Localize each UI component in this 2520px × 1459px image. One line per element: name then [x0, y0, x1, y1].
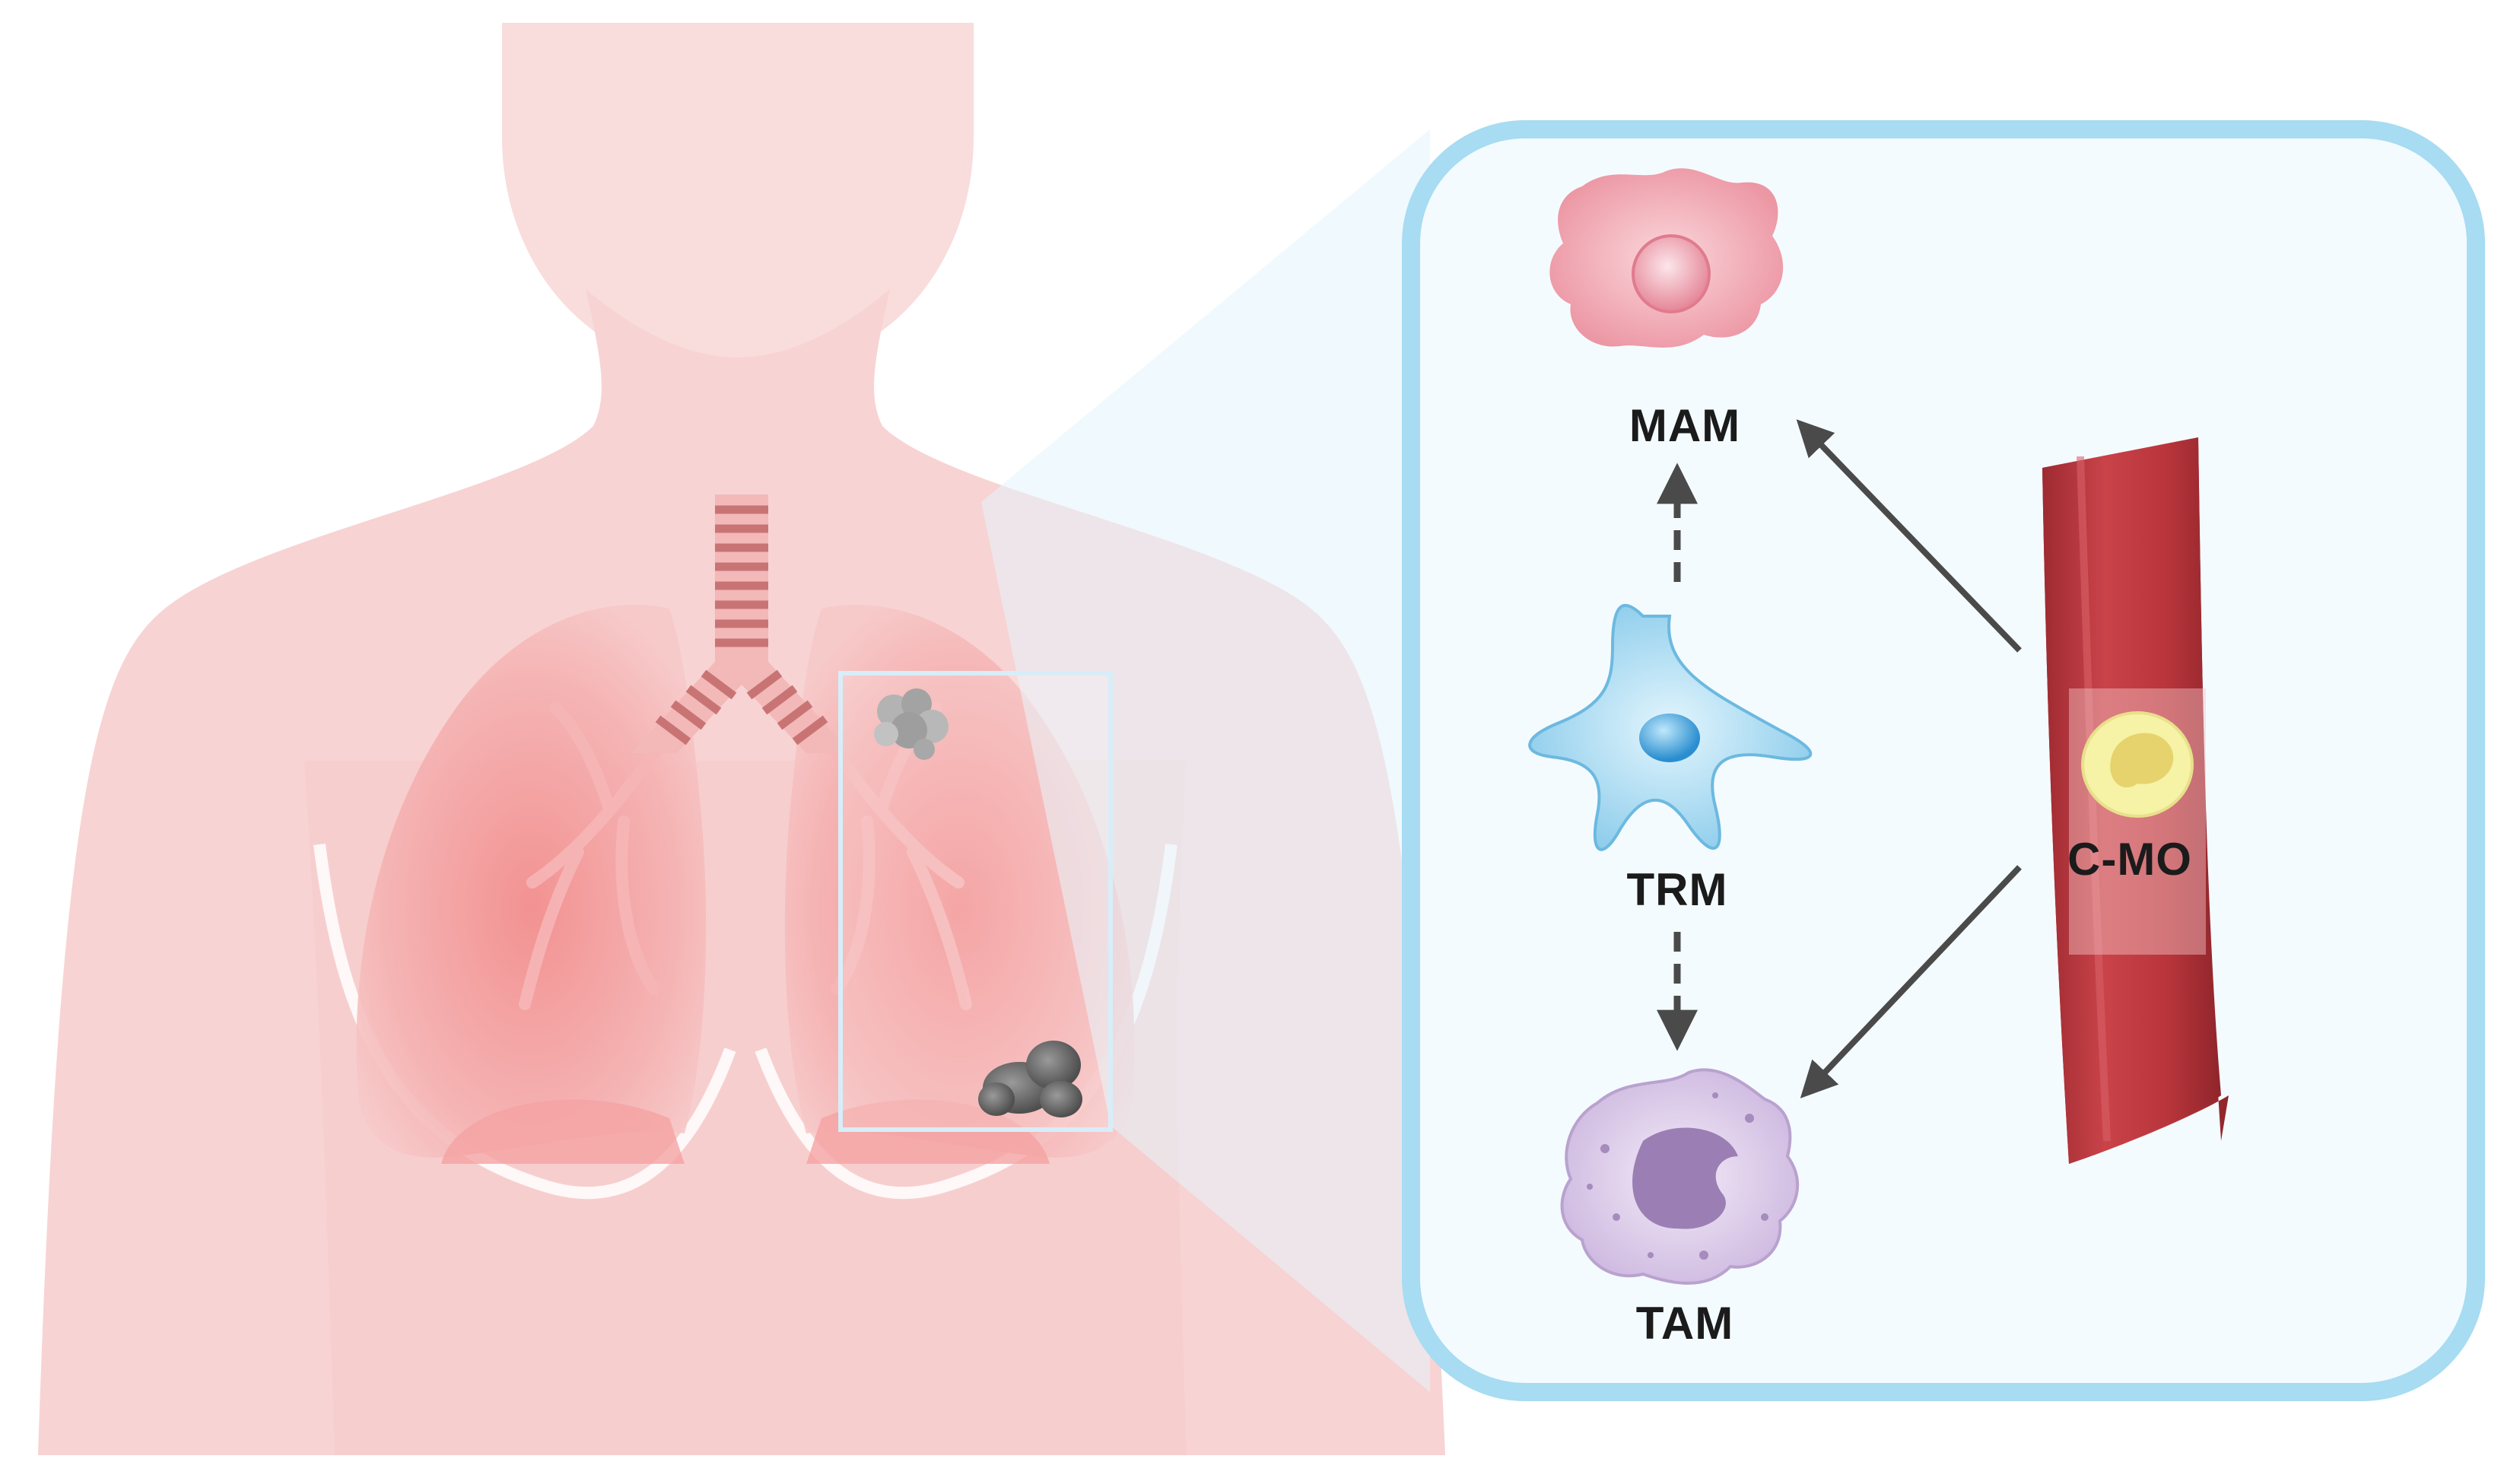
tumor-small [874, 688, 949, 760]
tam-label: TAM [1636, 1298, 1734, 1349]
arrow-cmo-to-mam [1796, 419, 2022, 653]
trm-cell-icon [1528, 603, 1813, 851]
mam-label: MAM [1629, 400, 1740, 451]
trm-label: TRM [1627, 864, 1728, 915]
cmo-cell-icon [2081, 711, 2194, 818]
trachea [631, 494, 852, 753]
zoom-connector [981, 129, 1430, 1392]
arrow-cmo-to-tam [1800, 865, 2022, 1098]
tam-cell-icon [1560, 1068, 1800, 1285]
tumor-large [978, 1041, 1082, 1117]
lungs [356, 605, 1135, 1164]
cmo-label: C-MO [2067, 834, 2192, 885]
mam-cell-icon [1549, 168, 1784, 348]
